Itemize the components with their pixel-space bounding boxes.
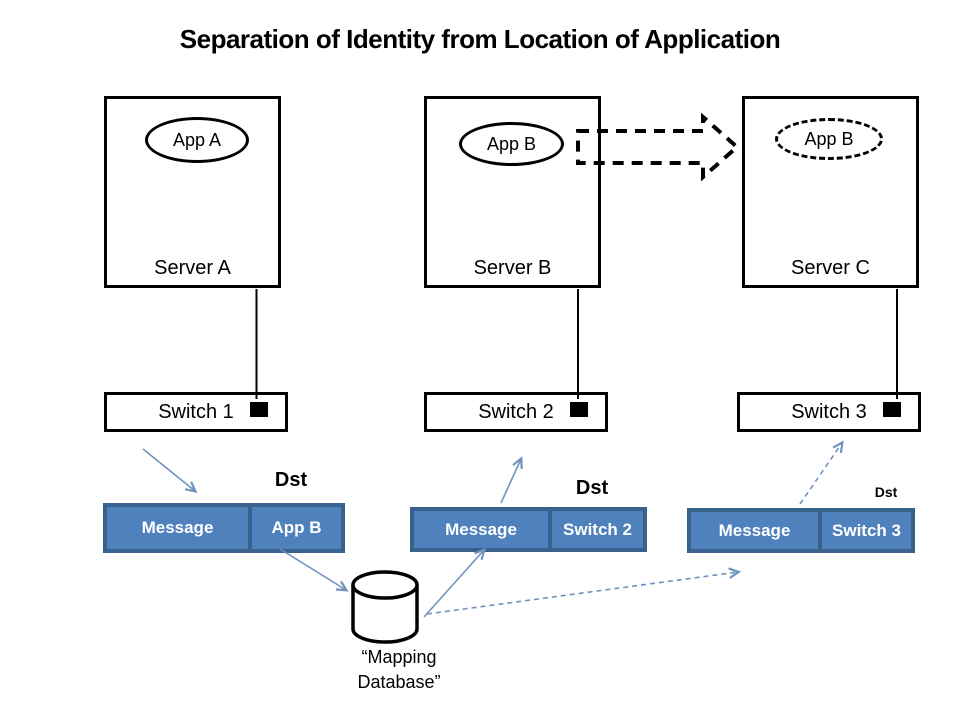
mapping-database-label: “Mapping Database” [329, 645, 469, 695]
server-a-box: App A Server A [104, 96, 281, 288]
arrow-message3-to-switch3-dashed [799, 440, 844, 505]
server-b-label: Server B [473, 257, 552, 279]
message-bar-3-field: Message [718, 520, 791, 540]
dst-header-2: Dst [575, 477, 609, 499]
mapping-database-line2: Database” [357, 672, 441, 692]
message-bar-2-dst: Switch 2 [548, 511, 643, 548]
switch-2-box: Switch 2 [424, 392, 608, 432]
switch-1-box: Switch 1 [104, 392, 288, 432]
app-b-moved-label: App B [804, 128, 854, 149]
server-c-box: App B Server C [742, 96, 919, 288]
message-bar-2-field: Message [445, 519, 517, 539]
switch-3-label: Switch 3 [791, 400, 867, 423]
message-bar-1-dst: App B [248, 507, 341, 549]
app-b-moved-ellipse: App B [775, 118, 883, 160]
arrow-message1-to-database [279, 548, 349, 592]
arrow-database-to-message2 [423, 547, 487, 618]
switch-3-port-icon [883, 402, 901, 417]
app-b-label: App B [486, 133, 537, 154]
message-bar-1: Message App B [103, 503, 345, 553]
message-bar-1-field: Message [141, 518, 214, 537]
server-a-label: Server A [154, 257, 231, 279]
arrow-message2-to-switch2 [500, 456, 523, 504]
switch-3-box: Switch 3 [737, 392, 921, 432]
switch-2-port-icon [570, 402, 588, 417]
switch-1-label: Switch 1 [158, 400, 234, 423]
page-title: Separation of Identity from Location of … [179, 24, 781, 54]
database-cylinder-body [351, 585, 419, 644]
message-bar-3-dst: Switch 3 [818, 512, 911, 549]
app-b-ellipse: App B [459, 122, 564, 166]
server-c-label: Server C [791, 257, 870, 279]
app-a-label: App A [172, 129, 222, 150]
arrow-switch1-to-message1 [142, 448, 198, 493]
app-a-ellipse: App A [145, 117, 249, 163]
dst-header-1: Dst [274, 469, 308, 491]
switch-1-port-icon [250, 402, 268, 417]
message-bar-3: Message Switch 3 [687, 508, 915, 553]
app-migration-arrow [576, 112, 741, 182]
dst-header-3: Dst [874, 484, 898, 500]
server-b-box: App B Server B [424, 96, 601, 288]
arrow-database-to-message3-dashed [426, 567, 742, 615]
mapping-database-line1: “Mapping [361, 647, 437, 667]
switch-2-label: Switch 2 [478, 400, 554, 423]
database-cylinder-top [351, 570, 419, 600]
message-bar-2: Message Switch 2 [410, 507, 647, 552]
